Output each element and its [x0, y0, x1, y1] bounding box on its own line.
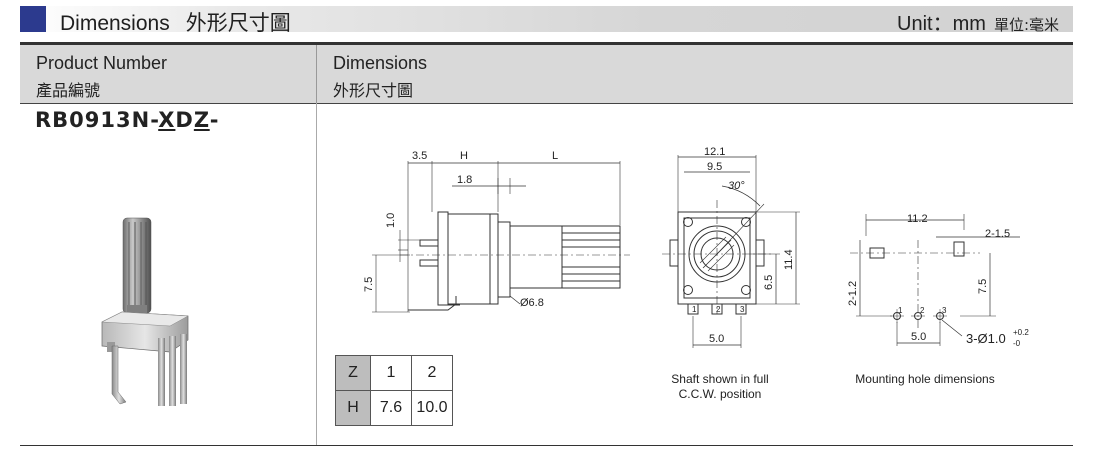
dim-H: H	[460, 150, 468, 162]
h-header: H	[335, 390, 371, 426]
dim-L: L	[552, 150, 558, 162]
z-header: Z	[335, 355, 371, 391]
pn-z: Z	[193, 108, 210, 132]
product-number: RB0913N-XDZ-	[35, 108, 219, 132]
mounting-hole-labels: 11.2 2-1.5 2-1.2 7.5 1 2 3 5.0 3-Ø1.0 +0…	[847, 213, 1029, 348]
dim-1-8: 1.8	[457, 174, 472, 186]
caption-line-2: C.C.W. position	[678, 387, 762, 401]
mounting-caption-text: Mounting hole dimensions	[855, 372, 995, 386]
dim-1-0: 1.0	[385, 213, 397, 228]
header-accent-square	[20, 6, 46, 32]
dim-30-deg: 30°	[728, 180, 745, 192]
tol-plus: +0.2	[1013, 328, 1029, 337]
hole-1-label: 1	[898, 306, 903, 315]
pin-2-label: 2	[716, 305, 721, 314]
dim-2-1-2: 2-1.2	[847, 281, 859, 306]
caption-line-1: Shaft shown in full	[671, 372, 769, 386]
unit-cjk: 單位:毫米	[993, 16, 1059, 34]
tol-minus: -0	[1013, 339, 1021, 348]
table-row: Z 1 2	[335, 355, 453, 391]
col2-header-en: Dimensions	[333, 53, 428, 73]
column-header-product-number: Product Number 產品編號	[20, 45, 317, 104]
dim-5-0: 5.0	[709, 333, 724, 345]
dim-12-1: 12.1	[704, 146, 725, 158]
unit-en: Unit：mm	[897, 13, 986, 35]
column-divider	[316, 103, 317, 445]
section-title-en: Dimensions	[60, 12, 170, 35]
pn-suffix: -	[209, 108, 220, 132]
pin-1-label: 1	[692, 305, 697, 314]
section-title: Dimensions 外形尺寸圖	[60, 7, 291, 37]
side-view-labels: 3.5 H L 1.8 1.0 7.5 Ø6.8	[363, 150, 558, 309]
col1-header-en: Product Number	[36, 53, 168, 73]
dim-holes: 3-Ø1.0	[966, 331, 1006, 346]
dim-7-5-mount: 7.5	[977, 279, 989, 294]
pn-d: D	[175, 108, 194, 132]
pn-prefix: RB0913N-	[35, 108, 159, 132]
dimensions-table: Product Number 產品編號 Dimensions 外形尺寸圖 RB0…	[20, 42, 1073, 446]
section-title-cjk: 外形尺寸圖	[185, 11, 291, 35]
mounting-caption: Mounting hole dimensions	[846, 372, 1004, 387]
z-value-1: 1	[370, 355, 412, 391]
front-view-caption: Shaft shown in full C.C.W. position	[660, 372, 780, 402]
dim-7-5: 7.5	[363, 277, 375, 292]
col1-header-cjk: 產品編號	[36, 81, 101, 100]
z-value-2: 2	[411, 355, 453, 391]
front-view-drawing	[662, 155, 800, 348]
dim-2-1-5: 2-1.5	[985, 228, 1010, 240]
dim-11-4: 11.4	[783, 249, 795, 270]
side-view-drawing	[372, 161, 630, 313]
mounting-hole-drawing	[850, 214, 1020, 346]
potentiometer-photo	[101, 217, 189, 406]
section-header: Dimensions 外形尺寸圖 Unit：mm 單位:毫米	[20, 6, 1073, 35]
h-value-2: 10.0	[411, 390, 453, 426]
z-h-table: Z 1 2 H 7.6 10.0	[335, 355, 453, 426]
pin-3-label: 3	[740, 305, 745, 314]
dim-9-5: 9.5	[707, 161, 722, 173]
dim-11-2: 11.2	[907, 213, 928, 225]
col2-header-cjk: 外形尺寸圖	[333, 81, 414, 100]
dim-6-5: 6.5	[763, 275, 775, 290]
front-view-labels: 12.1 9.5 30° 11.4 6.5 1 2 3 5.0	[692, 146, 795, 345]
hole-3-label: 3	[942, 306, 947, 315]
dim-shaft-dia: Ø6.8	[520, 297, 544, 309]
dim-5-0-mount: 5.0	[911, 331, 926, 343]
table-row: H 7.6 10.0	[335, 390, 453, 426]
header-band	[20, 6, 1073, 32]
h-value-1: 7.6	[370, 390, 412, 426]
dim-3-5: 3.5	[412, 150, 427, 162]
hole-2-label: 2	[920, 306, 925, 315]
pn-x: X	[158, 108, 176, 132]
column-header-dimensions: Dimensions 外形尺寸圖	[317, 45, 1073, 104]
unit-label: Unit：mm 單位:毫米	[897, 7, 1059, 36]
